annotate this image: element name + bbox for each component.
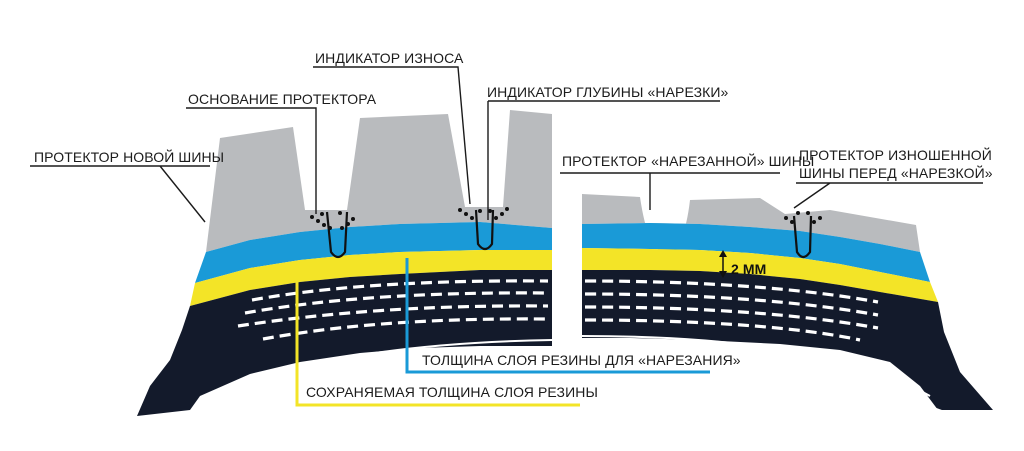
new-tire-groove-dots <box>310 207 509 230</box>
leader-lines <box>30 66 983 407</box>
label-regrooved-tread: ПРОТЕКТОР «НАРЕЗАННОЙ» ШИНЫ <box>562 152 814 169</box>
new-tire-wear-indicator-left <box>325 211 349 259</box>
label-worn-tread-line1: ПРОТЕКТОР ИЗНОШЕННОЙ <box>799 146 992 163</box>
leader-regroove-layer[interactable] <box>405 258 710 374</box>
new-tire-cord-row-4 <box>262 317 549 341</box>
label-preserved-layer: СОХРАНЯЕМАЯ ТОЛЩИНА СЛОЯ РЕЗИНЫ <box>306 384 598 400</box>
worn-tire-cord-row-4 <box>584 318 861 342</box>
label-wear-indicator: ИНДИКАТОР ИЗНОСА <box>315 50 464 66</box>
worn-tire-cord-row-2 <box>584 292 879 317</box>
leader-new-tread <box>30 165 210 223</box>
leader-worn-tread <box>793 182 983 209</box>
label-group: ПРОТЕКТОР НОВОЙ ШИНЫ ОСНОВАНИЕ ПРОТЕКТОР… <box>34 50 993 400</box>
dimension-marker <box>719 250 727 278</box>
label-worn-tread-line2: ШИНЫ ПЕРЕД «НАРЕЗКОЙ» <box>799 164 993 181</box>
new-tire-cord-row-3 <box>237 304 549 328</box>
new-tire-cord-row-2 <box>244 291 549 315</box>
dimension-label: 2 ММ <box>731 261 766 277</box>
leader-wear-indicator <box>313 66 471 205</box>
new-tire-inner-edge <box>195 361 553 417</box>
new-tire-wear-indicator-right <box>474 209 495 251</box>
worn-tire-carcass <box>582 270 993 410</box>
new-tire-tread <box>206 110 552 252</box>
new-tire-regroove-layer <box>195 222 552 283</box>
worn-tire-regroove-layer <box>582 223 930 282</box>
label-regroove-layer: ТОЛЩИНА СЛОЯ РЕЗИНЫ ДЛЯ «НАРЕЗАНИЯ» <box>422 352 741 368</box>
new-tire-section <box>137 110 553 417</box>
worn-tire-cord-row-1 <box>584 279 879 304</box>
leader-regroove-indicator <box>487 100 720 220</box>
label-tread-base: ОСНОВАНИЕ ПРОТЕКТОРА <box>188 91 377 107</box>
worn-tire-wear-indicator <box>792 215 813 259</box>
worn-tire-cord-row-3 <box>584 305 879 330</box>
leader-preserved-layer[interactable] <box>295 276 580 407</box>
worn-tire-section: 2 ММ <box>581 194 993 415</box>
leader-tread-base <box>186 107 317 214</box>
leader-regrooved-tread <box>560 172 780 210</box>
new-tire-inner-liner <box>205 339 553 399</box>
new-tire-preserved-layer <box>190 250 552 306</box>
label-regroove-depth-indicator: ИНДИКАТОР ГЛУБИНЫ «НАРЕЗКИ» <box>487 84 729 100</box>
worn-tire-inner-edge <box>581 359 951 415</box>
worn-tire-groove-dots <box>784 211 822 224</box>
worn-tire-inner-liner <box>581 335 931 397</box>
label-new-tread: ПРОТЕКТОР НОВОЙ ШИНЫ <box>34 148 224 165</box>
